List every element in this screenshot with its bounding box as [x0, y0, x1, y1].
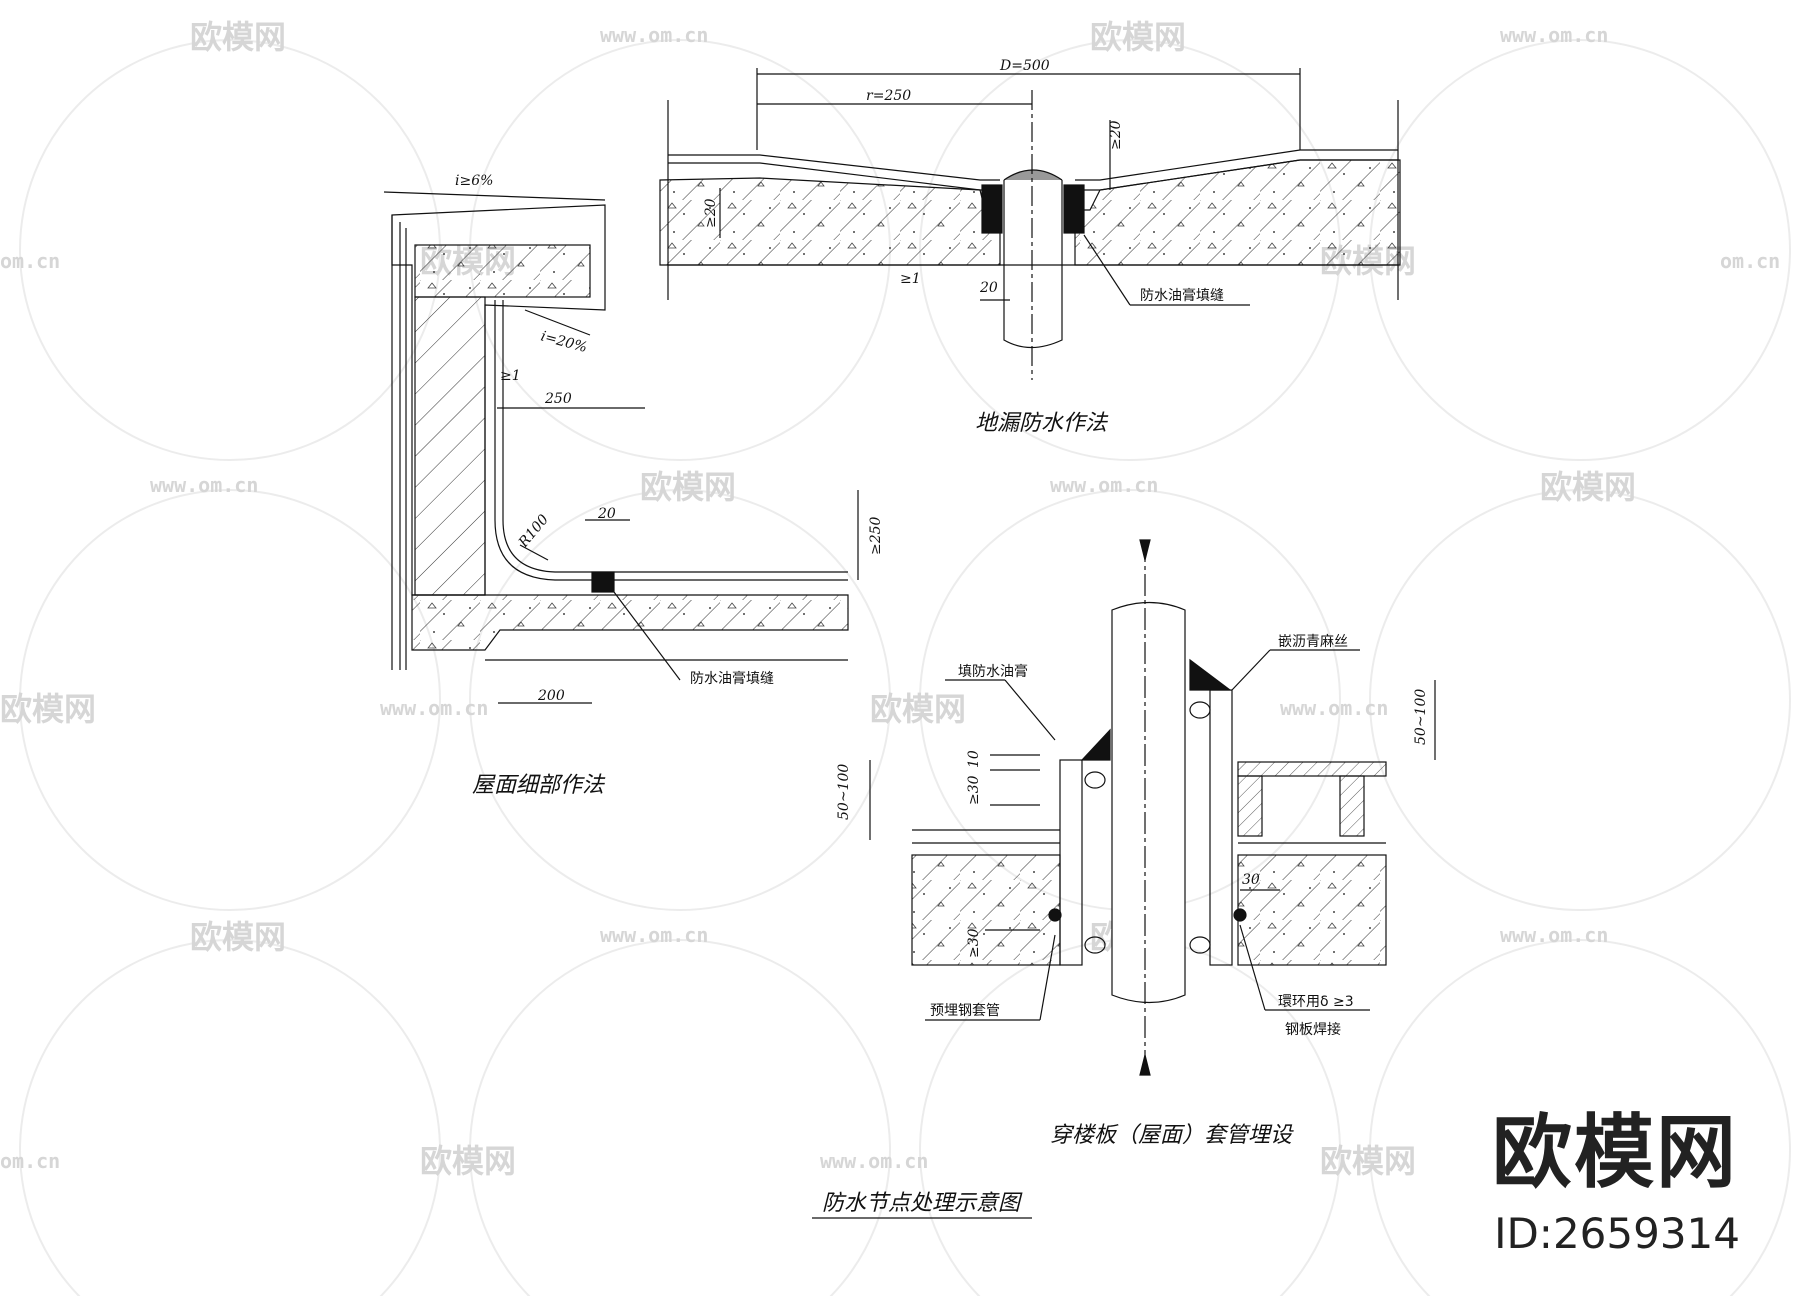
- watermark-brand: 欧模网: [1320, 1142, 1416, 1180]
- brand-id: ID:2659314: [1494, 1209, 1740, 1258]
- watermark-url: www.om.cn: [600, 923, 708, 947]
- label-fill-mastic: 填防水油膏: [958, 663, 1028, 680]
- roof-title: 屋面细部作法: [472, 773, 606, 798]
- watermark-brand: 欧模网: [420, 1142, 516, 1180]
- slope-top: i≥6%: [455, 173, 493, 189]
- dim-20: 20: [597, 506, 616, 522]
- dim-top-20: ≥20: [1108, 120, 1124, 150]
- watermark-brand: 欧模网: [1540, 468, 1636, 506]
- main-title: 防水节点处理示意图: [822, 1191, 1023, 1216]
- dim-250: 250: [544, 391, 572, 407]
- dim-50-100-right: 50~100: [1413, 689, 1429, 745]
- dim-left-20: ≥20: [703, 198, 719, 228]
- dim-ge250: ≥250: [868, 516, 884, 555]
- watermark-url: om.cn: [0, 1149, 60, 1173]
- dim-10: 10: [966, 750, 982, 768]
- watermark-url: www.om.cn: [1280, 696, 1388, 720]
- dim-ge1-roof: ≥1: [500, 368, 521, 384]
- watermark-brand: 欧模网: [190, 18, 286, 56]
- watermark-url: www.om.cn: [600, 23, 708, 47]
- sleeve-detail: 填防水油膏 嵌沥青麻丝 预埋钢套管 環环用δ ≥3 钢板焊接 50~100 50…: [836, 539, 1436, 1148]
- watermark-brand: 欧模网: [1090, 18, 1186, 56]
- dim-30: 30: [1242, 872, 1260, 888]
- dim-50-100-left: 50~100: [836, 764, 852, 820]
- dim-r250: r=250: [866, 88, 911, 104]
- watermark-url: www.om.cn: [150, 473, 258, 497]
- dim-ge30-b: ≥30: [966, 928, 982, 958]
- dim-gap-20: 20: [979, 280, 998, 296]
- dim-ge30-a: ≥30: [966, 775, 982, 805]
- dim-ge1: ≥1: [900, 271, 921, 287]
- label-hemp: 嵌沥青麻丝: [1278, 634, 1348, 650]
- dim-r100: R100: [515, 512, 552, 552]
- brand-logo: 欧模网: [1492, 1106, 1738, 1199]
- watermark-url: www.om.cn: [380, 696, 488, 720]
- label-weld: 钢板焊接: [1285, 1021, 1341, 1038]
- watermark-brand: 欧模网: [870, 690, 966, 728]
- watermark-brand: 欧模网: [190, 918, 286, 956]
- sleeve-title: 穿楼板（屋面）套管埋设: [1050, 1123, 1294, 1148]
- dim-d500: D=500: [999, 58, 1050, 74]
- dim-200: 200: [537, 688, 565, 704]
- watermark-url: om.cn: [0, 249, 60, 273]
- label-sealant: 防水油膏填缝: [1140, 287, 1224, 304]
- watermark-url: www.om.cn: [1500, 923, 1608, 947]
- label-roof-sealant: 防水油膏填缝: [690, 670, 774, 687]
- watermark-url: www.om.cn: [1500, 23, 1608, 47]
- watermark-brand: 欧模网: [640, 468, 736, 506]
- floor-drain-detail: D=500 r=250 ≥20 ≥20 20 ≥1 防水油膏填缝 地漏防水作法: [659, 58, 1401, 436]
- label-sleeve: 预埋钢套管: [930, 1003, 1000, 1019]
- label-ring: 環环用δ ≥3: [1278, 994, 1354, 1010]
- floor-drain-title: 地漏防水作法: [975, 411, 1109, 436]
- watermark-url: om.cn: [1720, 249, 1780, 273]
- watermark-url: www.om.cn: [820, 1149, 928, 1173]
- slope-mid: i=20%: [539, 328, 589, 356]
- watermark-brand: 欧模网: [0, 690, 96, 728]
- watermark-url: www.om.cn: [1050, 473, 1158, 497]
